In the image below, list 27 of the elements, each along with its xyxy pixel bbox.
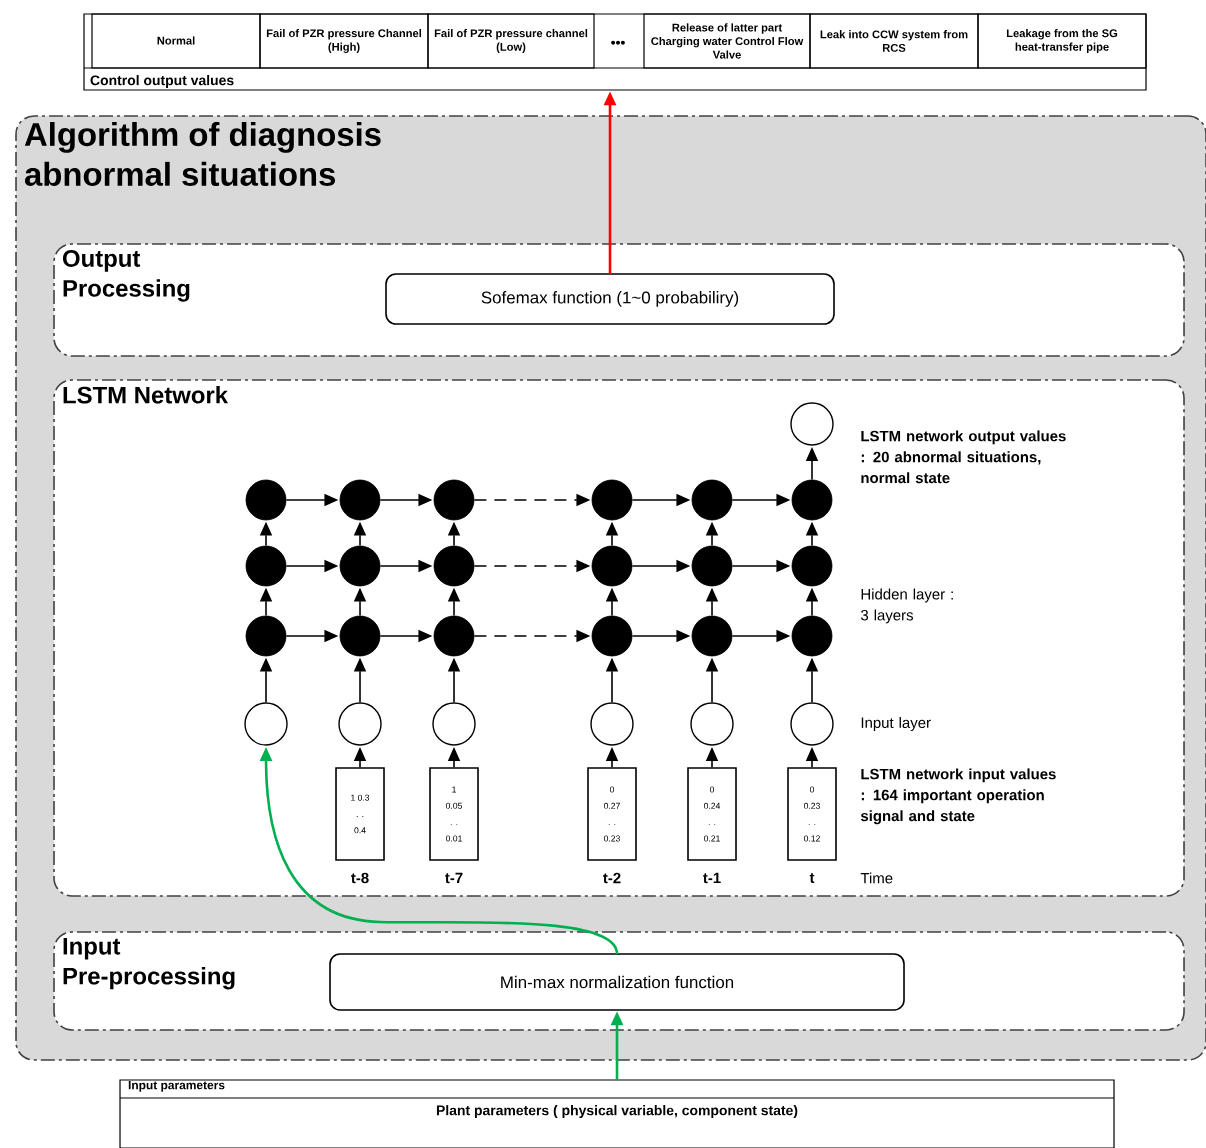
neuron-circle <box>791 545 833 587</box>
neuron-circle <box>691 479 733 521</box>
neuron-circle <box>591 479 633 521</box>
neuron-circle <box>432 702 476 746</box>
neuron-circle <box>791 615 833 657</box>
neuron-circle <box>590 702 634 746</box>
neuron-circle <box>591 545 633 587</box>
neuron-circle <box>791 479 833 521</box>
neuron-circle <box>433 545 475 587</box>
neuron-circle <box>690 702 734 746</box>
neuron-circle <box>790 402 834 446</box>
neuron-circle <box>244 702 288 746</box>
function-box: Min-max normalization function <box>329 953 905 1011</box>
neuron-circle <box>339 479 381 521</box>
neuron-circle <box>433 479 475 521</box>
neuron-circle <box>339 615 381 657</box>
neuron-circle <box>691 545 733 587</box>
neuron-circle <box>790 702 834 746</box>
neuron-circle <box>691 615 733 657</box>
neuron-circle <box>245 479 287 521</box>
neuron-circle <box>433 615 475 657</box>
neuron-circle <box>338 702 382 746</box>
neuron-circle <box>591 615 633 657</box>
function-box: Sofemax function (1~0 probabiliry) <box>385 273 835 325</box>
neuron-circle <box>245 615 287 657</box>
neuron-circle <box>339 545 381 587</box>
neuron-circle <box>245 545 287 587</box>
